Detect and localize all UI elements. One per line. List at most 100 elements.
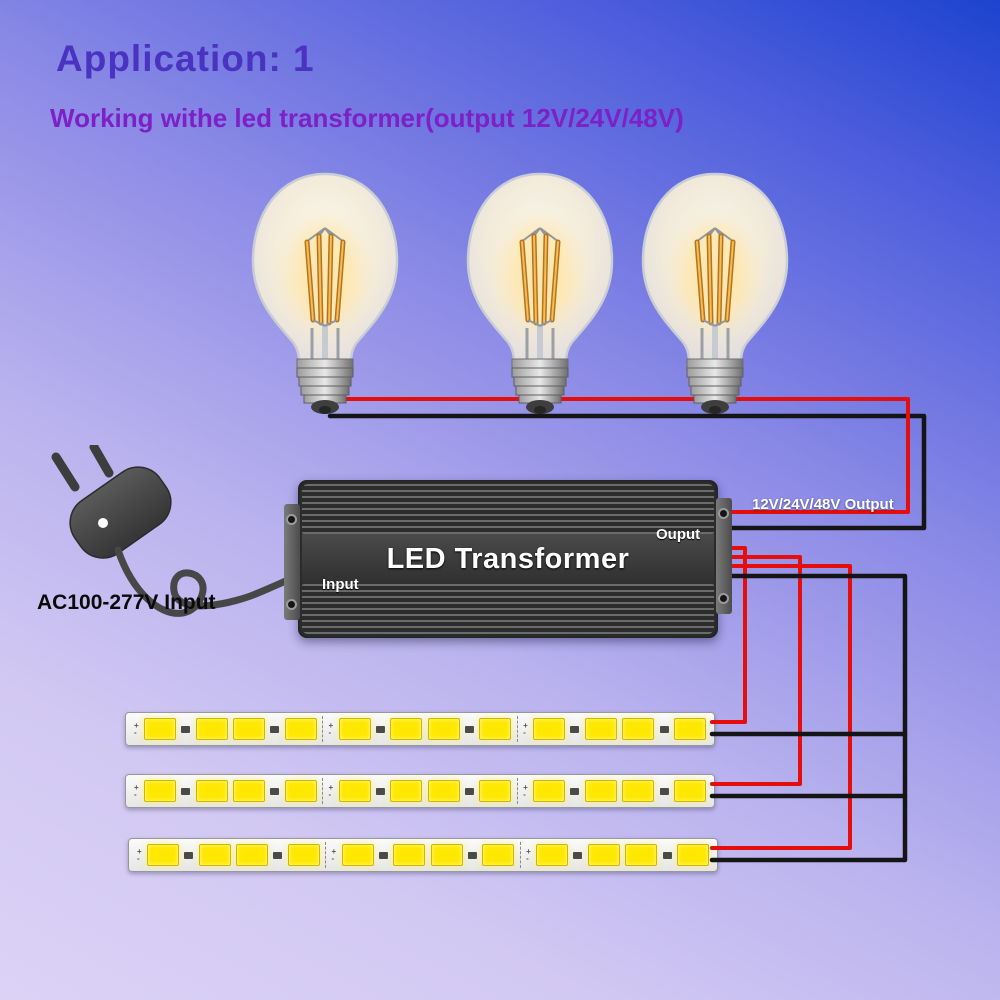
resistor [465,787,475,795]
led-chip [338,718,371,740]
filament-connectors [702,319,728,327]
filament-highlight [306,235,344,324]
led-chip [144,780,177,802]
led-chip [536,844,569,866]
cut-mark [325,842,327,868]
resistor [570,725,580,733]
led-chip [236,844,269,866]
polarity-mark: + - [328,720,334,737]
led-chip [287,844,320,866]
bulb-glow [289,221,361,325]
heatsink-fins-top [302,484,714,534]
led-chip [587,844,620,866]
led-chip [673,718,706,740]
polarity-mark: + - [526,846,531,863]
led-chip [625,844,658,866]
led-transformer: LED Transformer Input Ouput [284,480,732,642]
led-chip [147,844,180,866]
power-cord [114,546,298,617]
cut-mark [519,842,521,868]
support-wires [695,227,735,243]
led-chip [144,718,177,740]
filament-connectors [312,319,338,327]
polarity-mark: + - [523,720,528,737]
filament-bulb-icon [466,172,614,414]
bulb-glow [679,221,751,325]
led-chip [233,718,266,740]
resistor [270,725,280,733]
led-chip [622,718,655,740]
cut-mark [516,716,518,742]
page-subtitle: Working withe led transformer(output 12V… [50,103,684,133]
plug-prong [51,452,80,492]
led-chip [427,780,460,802]
led-chip [479,718,512,740]
resistor [465,725,475,733]
input-label: Input [322,576,359,593]
led-strip: + - + - + - [125,774,715,808]
mounting-flange-left [284,504,300,620]
led-chip [390,780,423,802]
power-plug-icon [51,445,298,617]
led-chip [390,718,423,740]
cut-mark [322,716,324,742]
led-chip [676,844,709,866]
resistor [270,787,280,795]
led-chip [430,844,463,866]
bulb-stem [525,328,555,360]
resistor [468,851,478,859]
resistor [375,725,385,733]
filament-bulb-icon [251,172,399,414]
resistor [378,851,388,859]
polarity-mark: + - [328,782,334,799]
screw-base [296,358,354,414]
led-chip [427,718,460,740]
polarity-mark: + - [331,846,337,863]
resistor [573,851,583,859]
screw-base [686,358,744,414]
resistor [184,851,194,859]
resistor [659,725,669,733]
led-chip [233,780,266,802]
led-chip [284,780,317,802]
polarity-mark: + - [134,782,139,799]
led-chip [673,780,706,802]
page-title: Application: 1 [56,38,315,79]
transformer-label-band: LED Transformer [302,534,714,584]
filament-highlight [696,235,734,324]
led-chip [284,718,317,740]
screw-hole [286,599,297,610]
resistor [181,725,191,733]
wire-black-strips [709,573,908,863]
led-strip: + -+ -+ - [125,712,715,746]
led-chip [195,718,228,740]
screw-hole [718,508,729,519]
transformer-body: LED Transformer Input Ouput [298,480,718,638]
transformer-name: LED Transformer [386,542,630,575]
heatsink-fins-bottom [302,584,714,634]
resistor [570,787,580,795]
wire-red-strip3 [710,564,852,850]
resistor [375,787,385,795]
resistor [273,851,283,859]
led-chip [195,780,228,802]
screw-hole [718,593,729,604]
cut-mark [322,778,324,804]
plug-prong [89,445,114,478]
led-chip [338,780,371,802]
led-chip [479,780,512,802]
screw-hole [286,514,297,525]
resistor [181,787,191,795]
dc-output-label: 12V/24V/48V Output [752,496,894,513]
led-chip [341,844,374,866]
led-chip [482,844,515,866]
polarity-mark: + - [523,782,528,799]
bulb-stem [310,328,340,360]
bulb-stem [700,328,730,360]
polarity-mark: + - [137,846,142,863]
led-chip [584,780,617,802]
led-chip [584,718,617,740]
led-chip [533,780,566,802]
ac-input-label: AC100-277V Input [37,591,216,614]
